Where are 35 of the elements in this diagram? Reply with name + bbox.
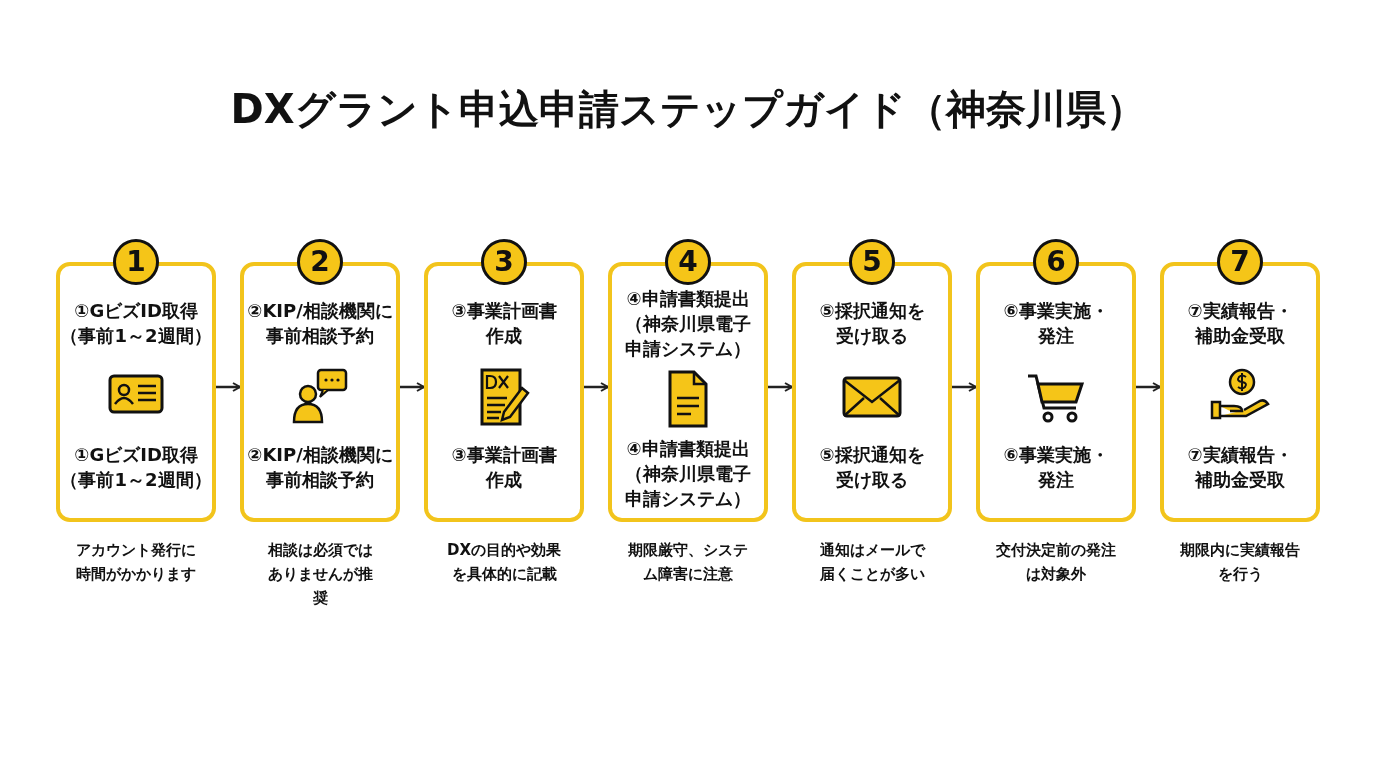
step-title: ⑥事業実施・発注 [1002, 443, 1110, 492]
step-note: アカウント発行に時間がかかります [75, 540, 197, 585]
step-note: DXの目的や効果を具体的に記載 [446, 540, 562, 585]
step-title: ③事業計画書作成 [450, 443, 558, 492]
step-title: ①GビズID取得（事前1～2週間） [59, 299, 213, 348]
step-title: ③事業計画書作成 [450, 299, 558, 348]
step-number-badge: 1 [113, 239, 159, 285]
step-title: ⑤採択通知を受け取る [818, 443, 926, 492]
step-number-badge: 3 [481, 239, 527, 285]
step-title: ②KIP/相談機関に事前相談予約 [246, 299, 394, 348]
step-note: 期限内に実績報告を行う [1179, 540, 1301, 585]
step-title: ⑤採択通知を受け取る [818, 299, 926, 348]
step-title: ①GビズID取得（事前1～2週間） [59, 443, 213, 492]
step-note: 相談は必須ではありませんが推奨 [266, 540, 374, 609]
step-number-badge: 2 [297, 239, 343, 285]
step-note: 期限厳守、システム障害に注意 [627, 540, 749, 585]
arrow [400, 382, 425, 392]
step-note: 交付決定前の発注は対象外 [995, 540, 1117, 585]
step-title: ②KIP/相談機関に事前相談予約 [246, 443, 394, 492]
step-title: ⑥事業実施・発注 [1002, 299, 1110, 348]
arrow [768, 382, 793, 392]
step-title: ④申請書類提出（神奈川県電子申請システム） [624, 287, 752, 361]
arrow [1136, 382, 1161, 392]
arrow [584, 382, 609, 392]
step-title: ⑦実績報告・補助金受取 [1186, 443, 1294, 492]
step-note: 通知はメールで届くことが多い [818, 540, 927, 585]
step-title: ⑦実績報告・補助金受取 [1186, 299, 1294, 348]
arrow [216, 382, 241, 392]
arrow [952, 382, 977, 392]
step-number-badge: 6 [1033, 239, 1079, 285]
step-number-badge: 7 [1217, 239, 1263, 285]
step-title: ④申請書類提出（神奈川県電子申請システム） [624, 437, 752, 511]
title: DXグラント申込申請ステップガイド（神奈川県） [229, 85, 1147, 134]
step-number-badge: 4 [665, 239, 711, 285]
step-number-badge: 5 [849, 239, 895, 285]
